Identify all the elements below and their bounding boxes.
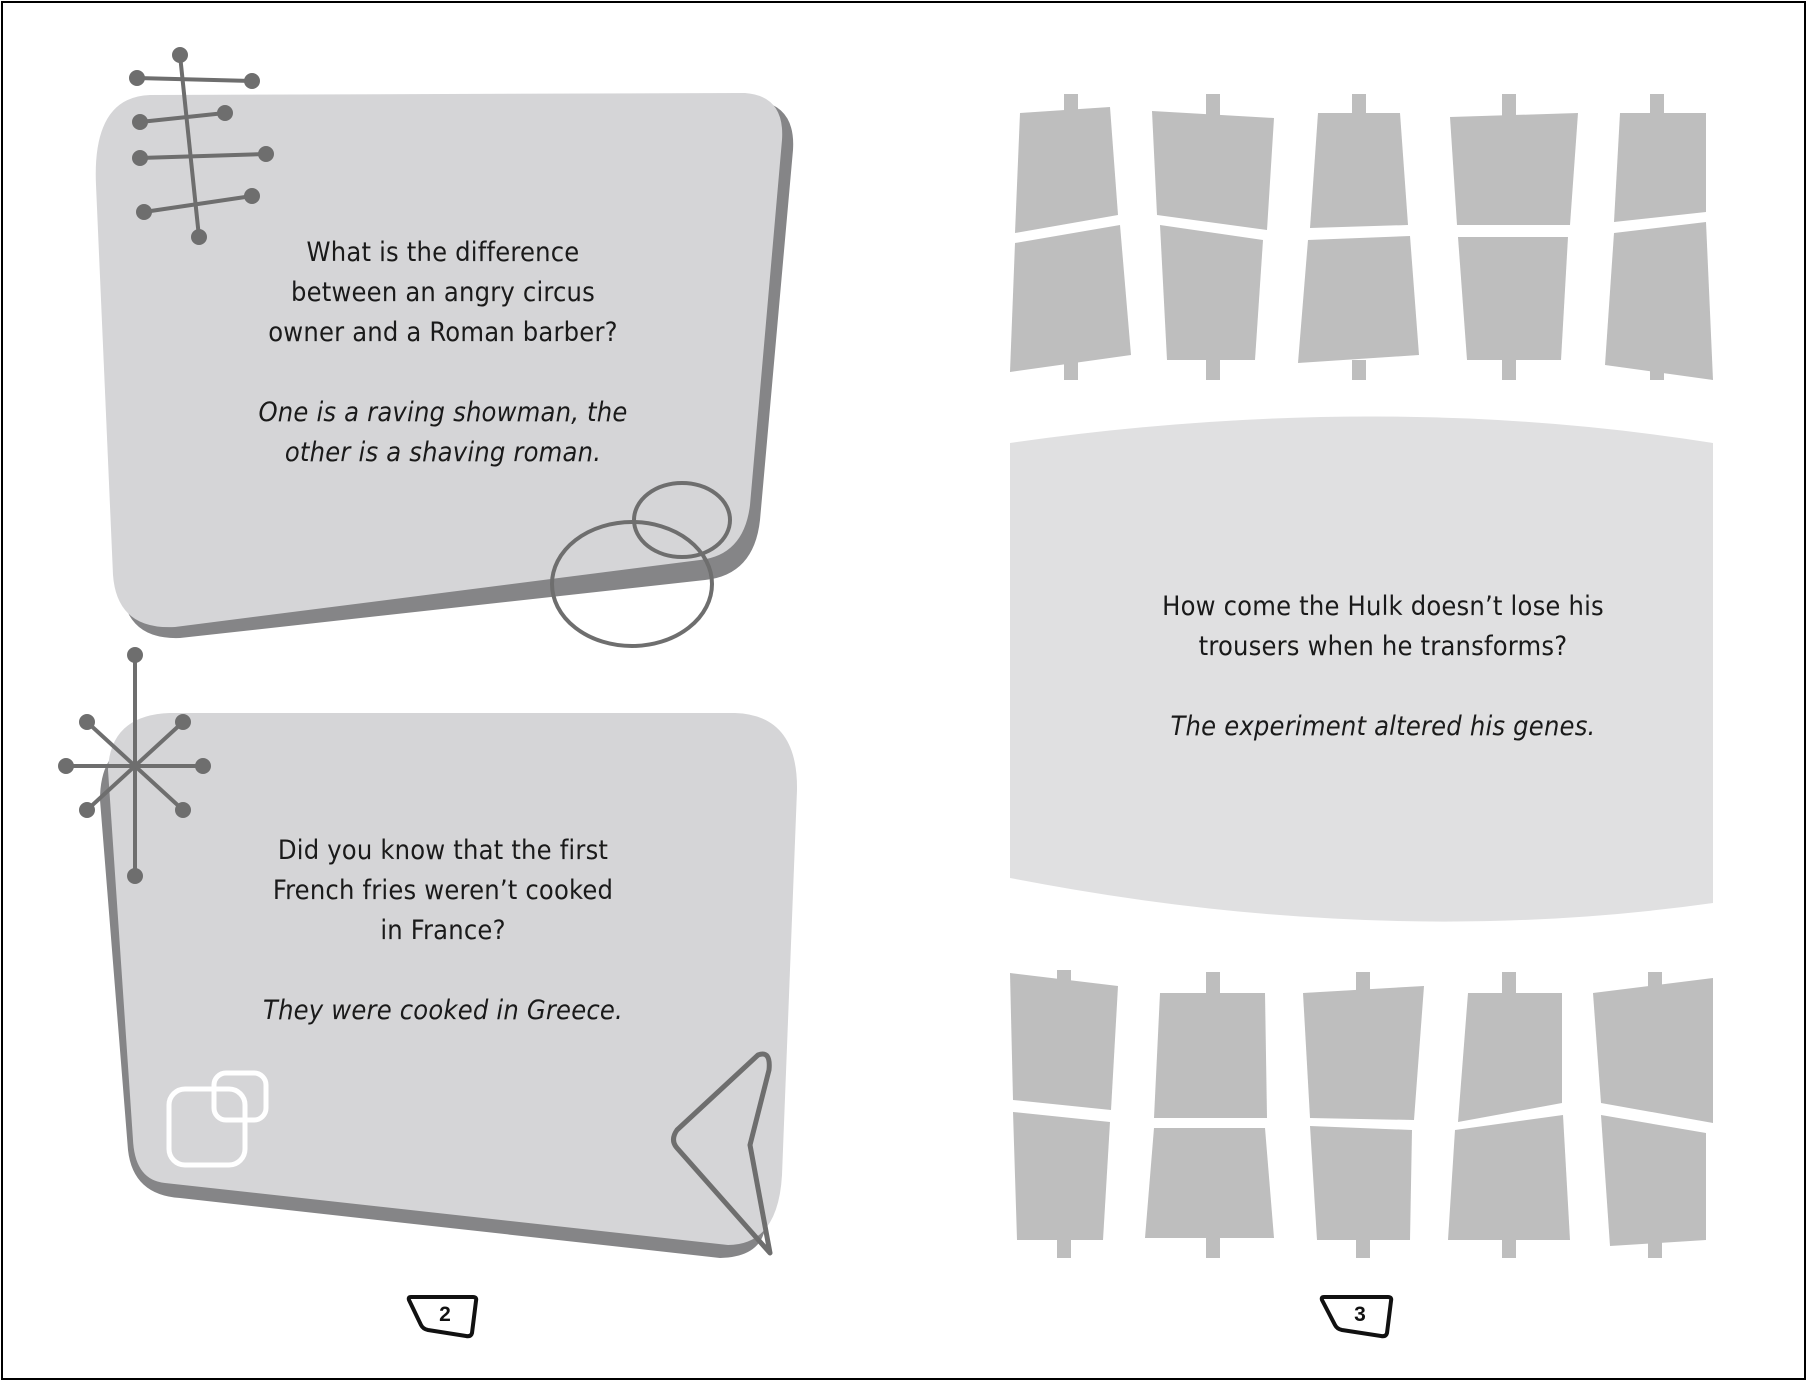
- triangle-icon: [671, 1051, 773, 1256]
- joke-1-answer: One is a raving showman, the other is a …: [258, 397, 628, 468]
- page-number-tab-right: [1319, 1295, 1394, 1339]
- card-2-body: [108, 713, 798, 1245]
- joke-2-text: Did you know that the first French fries…: [223, 831, 663, 1031]
- card-1-body: [95, 93, 783, 628]
- joke-card-2: [100, 713, 798, 1258]
- joke-2-question: Did you know that the first French fries…: [272, 835, 614, 946]
- joke-card-1: [95, 93, 794, 639]
- rounded-squares-icon: [166, 1070, 269, 1168]
- tile-column-9: [1448, 972, 1570, 1258]
- tile-column-6: [1010, 970, 1118, 1258]
- tile-column-3: [1298, 94, 1419, 380]
- ellipses-icon: [550, 481, 732, 648]
- ladder-icon: [129, 47, 274, 245]
- joke-1-text: What is the difference between an angry …: [223, 233, 663, 473]
- tile-column-8: [1303, 972, 1424, 1258]
- tile-column-4: [1450, 94, 1578, 380]
- joke-3-question: How come the Hulk doesn’t lose his trous…: [1162, 591, 1604, 662]
- joke-banner: [1010, 416, 1713, 922]
- tile-column-5: [1605, 94, 1713, 380]
- starburst-icon: [58, 647, 211, 884]
- tile-column-10: [1593, 972, 1713, 1258]
- joke-1-question: What is the difference between an angry …: [268, 237, 618, 348]
- tile-row-bottom: [1010, 970, 1713, 1258]
- page-number-tab-left: [406, 1295, 479, 1339]
- joke-3-answer: The experiment altered his genes.: [1170, 711, 1596, 742]
- page-number-left: 2: [439, 1303, 451, 1326]
- tile-column-1: [1010, 94, 1131, 380]
- joke-2-answer: They were cooked in Greece.: [263, 995, 623, 1026]
- page-number-right: 3: [1354, 1303, 1366, 1326]
- tile-column-7: [1145, 972, 1274, 1258]
- tile-column-2: [1152, 94, 1274, 380]
- tile-row-top: [1010, 94, 1713, 380]
- joke-3-text: How come the Hulk doesn’t lose his trous…: [1113, 587, 1653, 747]
